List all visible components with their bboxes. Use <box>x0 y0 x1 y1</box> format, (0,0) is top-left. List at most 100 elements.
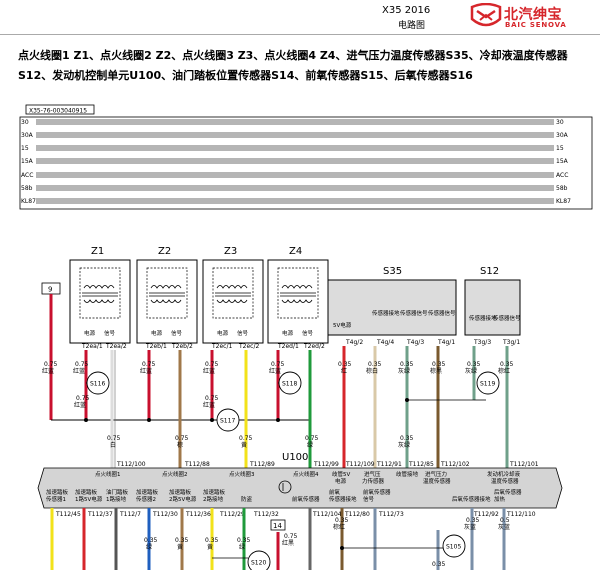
rail-label-right: 15A <box>556 158 569 165</box>
pin-function: 信号 <box>237 329 249 337</box>
splice-circle <box>216 408 240 432</box>
pin-function: 发动机冷却液 <box>487 470 521 478</box>
component-label: S12 <box>480 266 499 277</box>
junction-dot <box>405 398 409 402</box>
pin-label: T4g/4 <box>376 339 394 346</box>
pin-label: T112/29 <box>219 511 245 518</box>
upper-wires <box>49 294 509 472</box>
wire-color: 棕白 <box>366 367 378 375</box>
wire-size: 0.35 <box>338 361 352 368</box>
rail-label-right: ACC <box>556 172 568 179</box>
wire-color: 红蓝 <box>269 367 281 375</box>
wire-size: 0.5 <box>500 517 510 524</box>
wire-color: 绿 <box>307 441 313 449</box>
pin-function: 力传感器 <box>362 477 385 485</box>
coil-inner <box>277 267 319 319</box>
pin-label: T112/109 <box>345 461 375 468</box>
wire-color: 红蓝 <box>203 401 215 409</box>
component-label: Z2 <box>158 246 171 257</box>
coil-z3: Z3 电源 信号 T2ec/1 T2ec/2 <box>202 246 264 350</box>
rail-label-left: 30 <box>21 119 29 126</box>
pin-label: T112/37 <box>87 511 113 518</box>
wire-color: 灰蓝 <box>464 523 476 531</box>
coil-inner <box>79 267 121 319</box>
ecu-body <box>37 467 563 509</box>
rail-acc: ACC ACC <box>21 172 568 179</box>
wire-size: 0.35 <box>237 537 251 544</box>
rail-30: 30 30 <box>21 119 564 126</box>
pin-function: 信号 <box>302 329 314 337</box>
pin-label: T112/32 <box>253 511 279 518</box>
wire-color: 红黑 <box>282 539 294 547</box>
coil-winding <box>216 285 248 289</box>
connector-number: 14 <box>273 522 282 530</box>
coil-z4: Z4 电源 信号 T2ed/1 T2ed/2 <box>267 246 329 350</box>
lower-wire-labels: 0.35 黄 0.35 绿 0.35 黄 0.35 绿 0.75 红黑 0.35… <box>144 517 510 568</box>
brand-name-en: BAIC SENOVA <box>505 21 567 29</box>
pin-label: T112/45 <box>55 511 81 518</box>
rail-label-left: 15 <box>21 145 29 152</box>
rail-30a: 30A 30A <box>21 132 569 139</box>
coil-winding <box>150 285 182 289</box>
pin-function: 5V电源 <box>333 321 352 329</box>
wire-size: 0.35 <box>500 361 514 368</box>
splice-s116: S116 <box>86 371 110 395</box>
wire-size: 0.35 <box>432 361 446 368</box>
wire-color: 红蓝 <box>203 367 215 375</box>
pin-function: 传感器接地 <box>469 314 497 322</box>
pin-function: 信号 <box>363 495 375 503</box>
wire-color: 红蓝 <box>42 367 54 375</box>
wire-size: 0.75 <box>305 435 319 442</box>
coil-box <box>136 259 198 344</box>
pin-function: 传感器信号 <box>428 309 456 317</box>
pin-function: 歧管接地 <box>396 470 419 478</box>
pin-function: 后氧传感器接地 <box>452 495 491 503</box>
wire-size: 0.35 <box>400 361 414 368</box>
splice-s118: S118 <box>278 371 302 395</box>
splice-circle <box>247 550 271 570</box>
splice-s105: S105 <box>442 534 466 558</box>
pin-label: T112/91 <box>376 461 402 468</box>
pin-label: T112/88 <box>184 461 210 468</box>
pin-function: 2路接地 <box>203 495 223 503</box>
pin-function: 加速踏板 <box>203 488 226 496</box>
sensor-box <box>327 279 457 336</box>
wire-size: 0.35 <box>144 537 158 544</box>
wire-color: 灰绿 <box>398 441 410 449</box>
rail-bar <box>36 185 554 191</box>
splice-label: S116 <box>90 381 105 388</box>
rail-bar <box>36 172 554 178</box>
rail-15a: 15A 15A <box>21 158 569 165</box>
junction-dot <box>276 418 280 422</box>
wire-color: 灰绿 <box>398 367 410 375</box>
pin-label: T112/101 <box>509 461 539 468</box>
pin-function: 点火线圈3 <box>229 470 255 478</box>
wire-color: 棕黑 <box>430 367 442 375</box>
pin-function: 防盗 <box>241 495 253 503</box>
wire-size: 0.75 <box>44 361 58 368</box>
upper-wire-labels: 0.75 红蓝 0.75 红蓝 0.75 红蓝 0.75 红蓝 0.75 红蓝 … <box>42 361 514 449</box>
splice-label: S117 <box>220 418 235 425</box>
junction-dots <box>84 398 409 422</box>
lower-wires <box>50 508 506 570</box>
fuse-number: 9 <box>48 286 52 294</box>
pin-label: T112/102 <box>440 461 470 468</box>
coil-winding <box>83 299 115 303</box>
coil-winding <box>281 285 313 289</box>
coil-box <box>202 259 264 344</box>
wire-size: 0.75 <box>284 533 298 540</box>
pin-label: T112/7 <box>119 511 141 518</box>
pin-label: T112/104 <box>312 511 342 518</box>
wire-size: 0.35 <box>466 517 480 524</box>
splice-label: S118 <box>282 381 297 388</box>
pin-function: 后氧传感器 <box>494 488 522 496</box>
pin-function: 电源 <box>217 329 229 337</box>
pin-function: 电源 <box>282 329 294 337</box>
splice-circle <box>278 371 302 395</box>
wire-color: 红蓝 <box>73 367 85 375</box>
pin-function: 点火线圈1 <box>95 470 121 478</box>
splice-circle <box>476 371 500 395</box>
pin-function: 1路5V电源 <box>75 495 103 503</box>
pin-label: T112/73 <box>378 511 404 518</box>
